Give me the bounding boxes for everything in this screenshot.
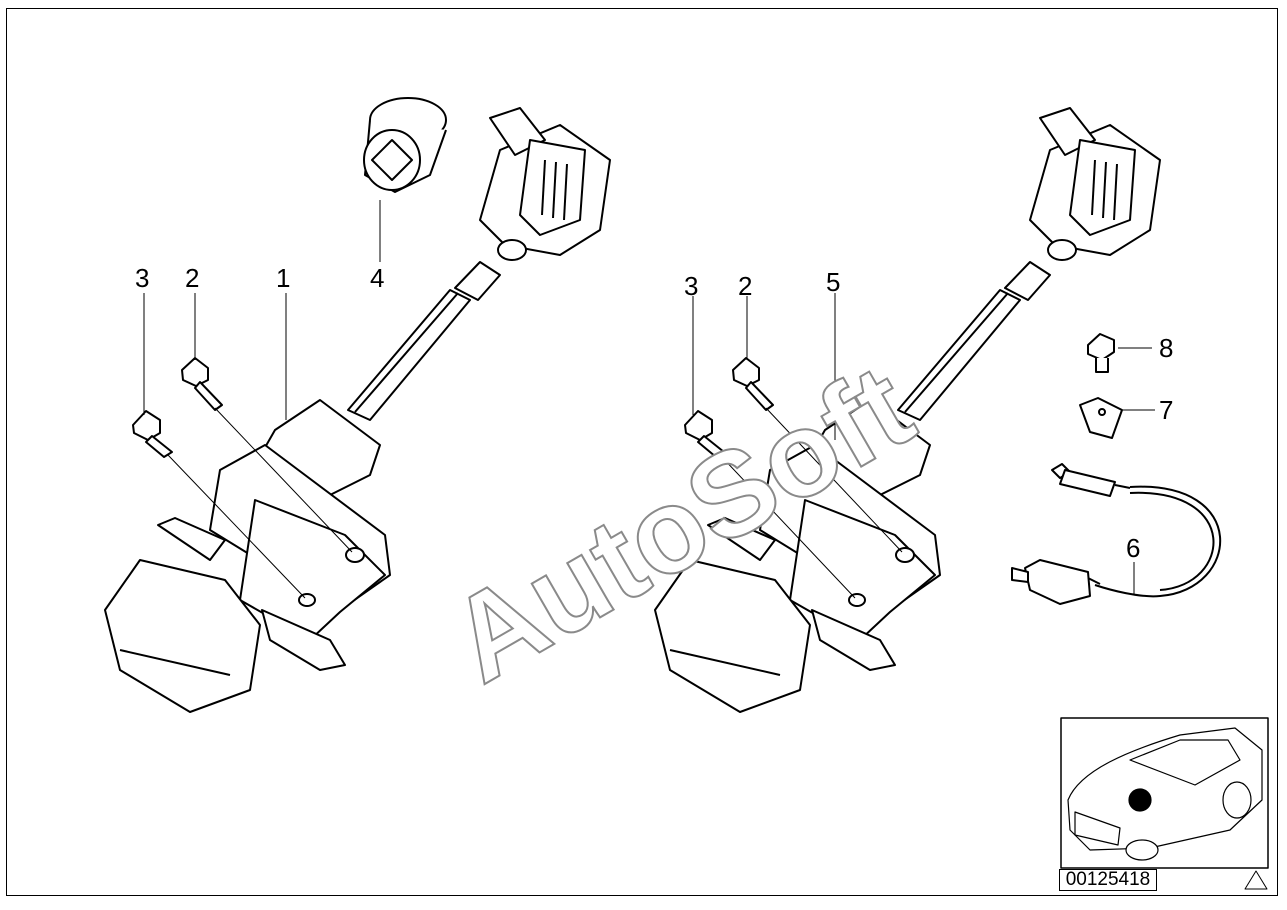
callout-left-1: 1 [276, 263, 290, 293]
callout-right-6: 6 [1126, 533, 1140, 563]
sensor-assembly-right [654, 107, 1161, 713]
callout-left-2: 2 [185, 263, 199, 293]
part-number-label: 00125418 [1059, 869, 1157, 891]
callout-right-8: 8 [1159, 333, 1173, 363]
callout-right-3: 3 [684, 271, 698, 301]
callout-right-5: 5 [826, 267, 840, 297]
callout-left-3: 3 [135, 263, 149, 293]
sensor-cable-part-6 [1011, 463, 1221, 605]
bolt-part-8 [1087, 333, 1115, 373]
grommet-part-4 [363, 97, 447, 193]
callout-left-4: 4 [370, 263, 384, 293]
warning-triangle-icon [1244, 870, 1268, 890]
callout-right-2: 2 [738, 271, 752, 301]
car-locator-icon [1067, 727, 1263, 861]
callout-leaders [143, 200, 1155, 595]
callout-right-7: 7 [1159, 395, 1173, 425]
sensor-assembly-left [104, 107, 611, 713]
clip-part-7 [1079, 397, 1123, 439]
diagram-frame [6, 8, 1278, 896]
vehicle-locator-inset [1060, 717, 1269, 869]
